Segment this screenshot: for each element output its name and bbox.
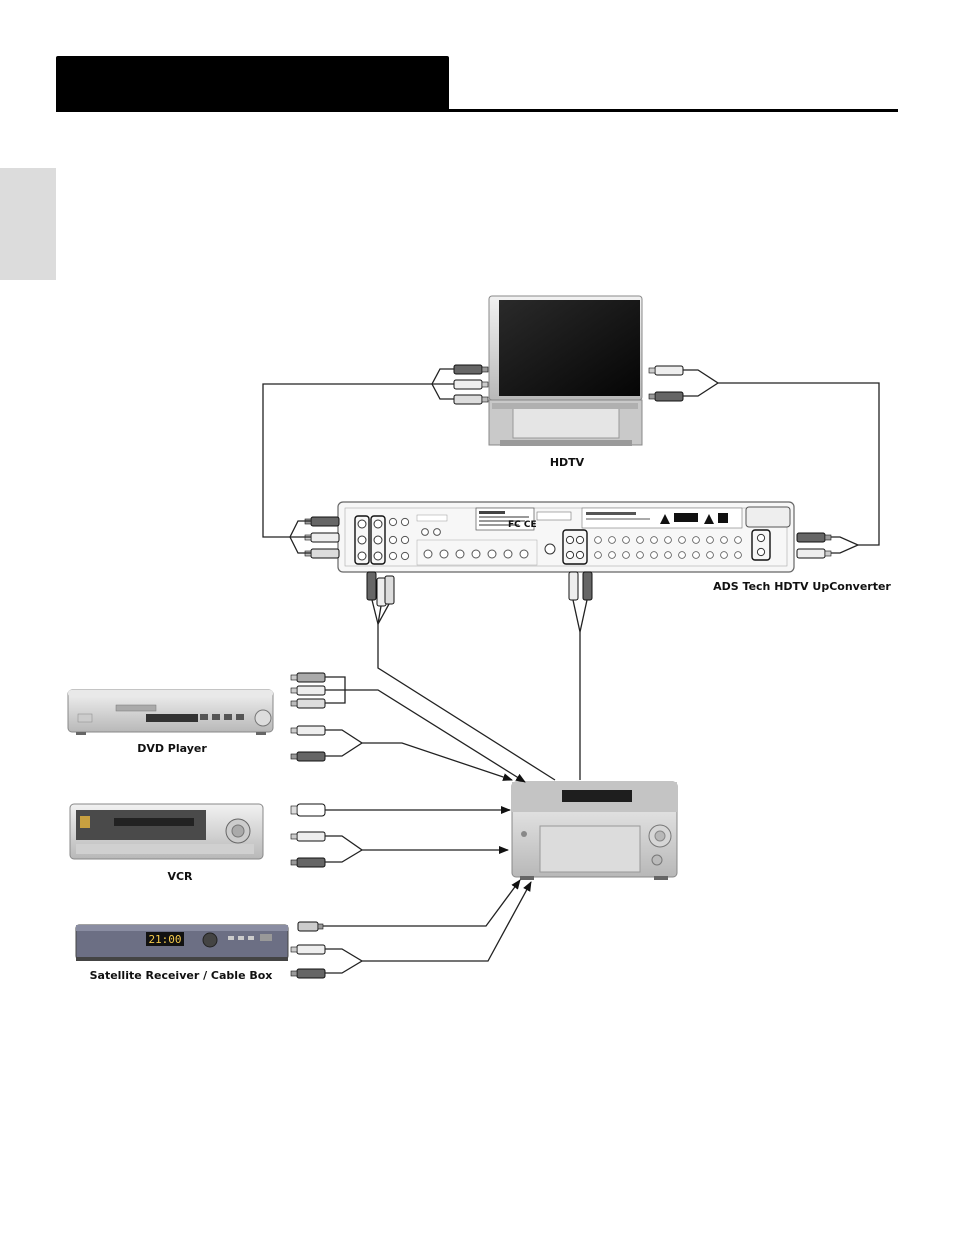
upconverter-panel: FC CE: [337, 501, 795, 573]
source-receiver-wires: [323, 676, 532, 974]
vcr-plugs: [290, 803, 326, 868]
upconverter-label: ADS Tech HDTV UpConverter: [713, 580, 891, 593]
dvd-player-device: [67, 689, 274, 735]
svg-text:FC CE: FC CE: [508, 520, 537, 530]
hdtv-component-plugs: [453, 364, 489, 405]
hdtv-device: [488, 295, 643, 446]
vcr-device: [69, 803, 264, 860]
dvd-plugs: [290, 672, 326, 762]
upconverter-right-plugs: [796, 532, 832, 559]
dvd-player-label: DVD Player: [137, 742, 207, 755]
side-tab: [0, 168, 56, 280]
vcr-label: VCR: [167, 870, 193, 883]
satellite-receiver-label: Satellite Receiver / Cable Box: [90, 969, 273, 982]
satellite-plugs: [290, 921, 326, 979]
av-receiver-device: [511, 781, 678, 880]
header-rule: [56, 109, 898, 112]
upconverter-bottom-plugs-left: [366, 571, 395, 607]
hdtv-label: HDTV: [550, 456, 585, 469]
satellite-display: 21:00: [148, 933, 181, 946]
upconverter-receiver-wires: [371, 599, 588, 781]
satellite-receiver-device: 21:00: [75, 924, 289, 961]
upconverter-bottom-plugs-right: [568, 571, 593, 601]
header-bar: [56, 56, 449, 111]
hdtv-upconverter-wires: [262, 368, 880, 554]
hdtv-audio-plugs: [648, 365, 684, 402]
